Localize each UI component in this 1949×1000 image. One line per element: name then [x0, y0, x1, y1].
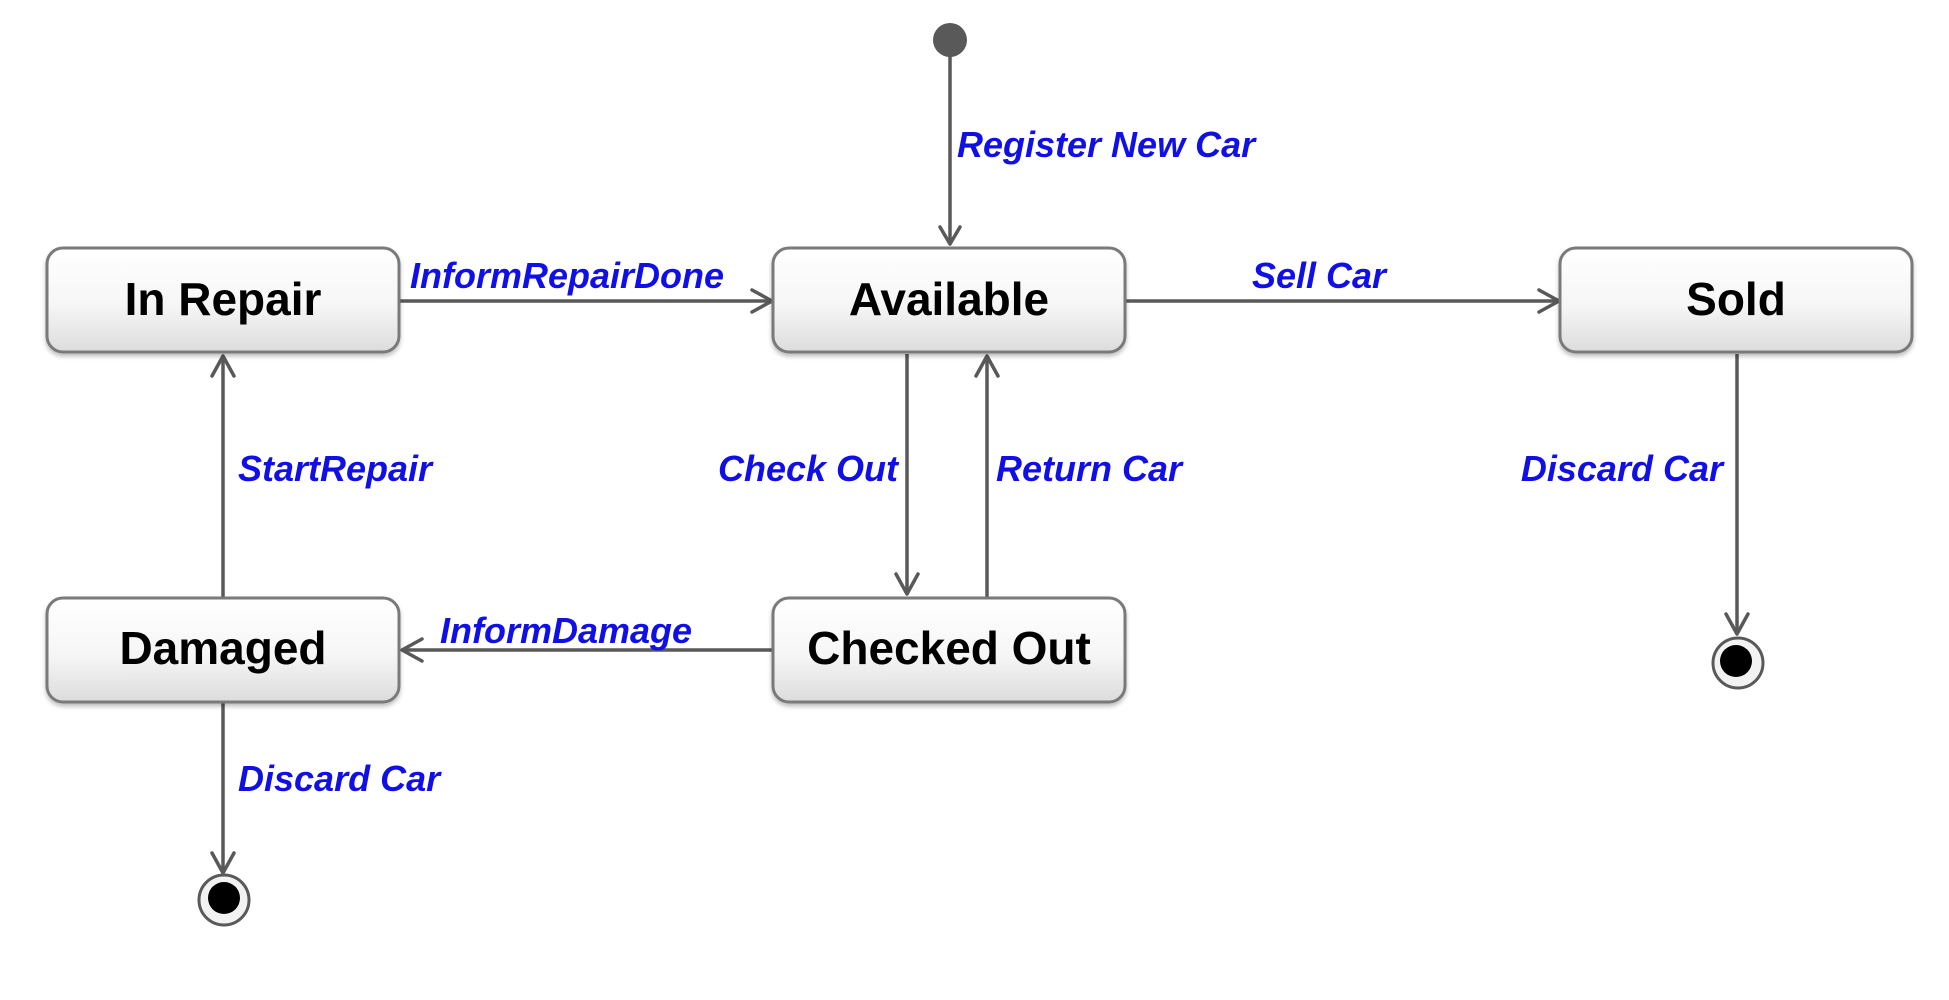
- transition-label-sell-car: Sell Car: [1252, 255, 1388, 296]
- arrowhead-discard-car-damaged: [210, 851, 236, 875]
- transition-label-discard-car-damaged: Discard Car: [238, 758, 442, 799]
- arrowhead-check-out: [894, 572, 920, 596]
- state-label-in-repair: In Repair: [125, 273, 322, 325]
- arrowhead-start-repair: [210, 354, 236, 378]
- state-in-repair: In Repair: [45, 246, 401, 354]
- final-node-sold: [1711, 636, 1765, 690]
- arrowhead-inform-damage: [400, 637, 424, 663]
- state-label-checked-out: Checked Out: [807, 622, 1091, 674]
- transition-label-inform-repair-done: InformRepairDone: [410, 255, 724, 296]
- transition-label-discard-car-sold: Discard Car: [1521, 448, 1725, 489]
- state-label-available: Available: [849, 273, 1049, 325]
- state-checked-out: Checked Out: [771, 596, 1127, 704]
- state-available: Available: [771, 246, 1127, 354]
- transition-label-register-new-car: Register New Car: [957, 124, 1257, 165]
- arrowhead-return-car: [974, 354, 1000, 378]
- arrowhead-discard-car-sold: [1724, 612, 1750, 636]
- state-label-sold: Sold: [1686, 273, 1786, 325]
- arrowhead-register-new-car: [938, 225, 962, 246]
- initial-node: [933, 23, 967, 57]
- state-damaged: Damaged: [45, 596, 401, 704]
- transition-label-inform-damage: InformDamage: [440, 610, 692, 651]
- state-sold: Sold: [1558, 246, 1914, 354]
- final-node-damaged: [197, 873, 251, 927]
- state-label-damaged: Damaged: [119, 622, 326, 674]
- transition-label-start-repair: StartRepair: [238, 448, 434, 489]
- transition-label-check-out: Check Out: [718, 448, 900, 489]
- transition-label-return-car: Return Car: [996, 448, 1184, 489]
